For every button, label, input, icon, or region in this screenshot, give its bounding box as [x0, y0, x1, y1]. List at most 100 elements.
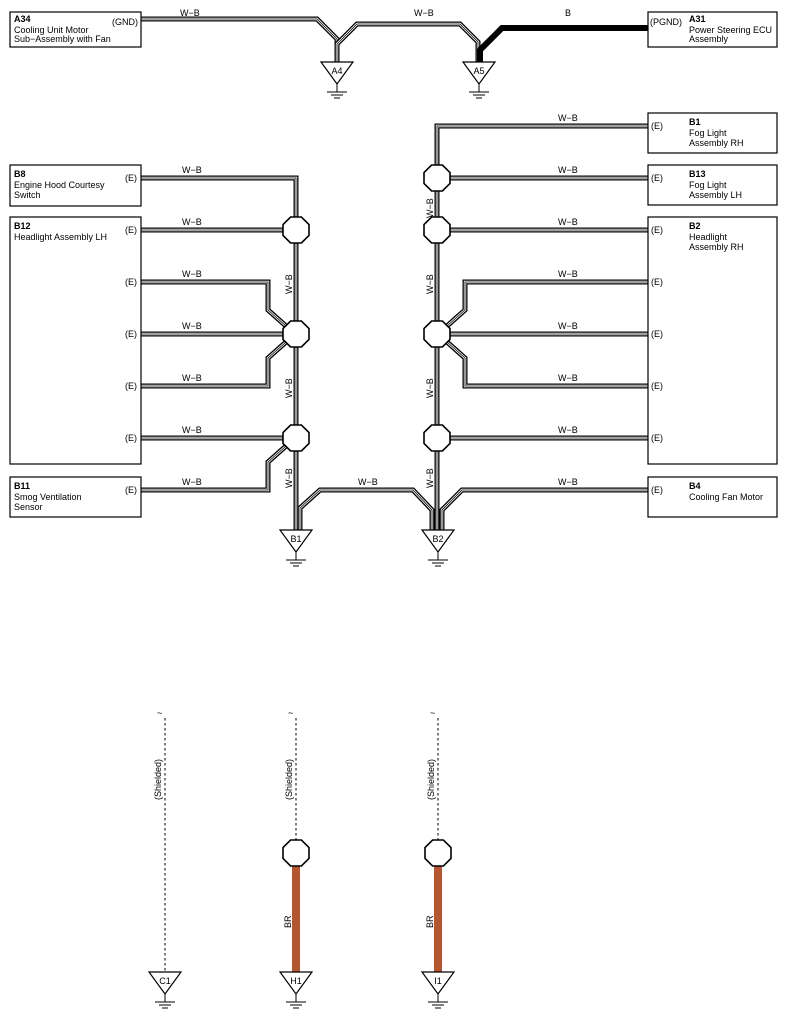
wire-labels: W−B W−B W−B W−B W−B W−B W−B W−B W−B W−B …	[182, 113, 578, 488]
pin-label: (E)	[125, 173, 137, 183]
wire-label: W−B	[182, 217, 202, 227]
pin-label: (E)	[125, 433, 137, 443]
pin-label: (E)	[125, 381, 137, 391]
component-b11	[9, 476, 142, 518]
wire-a4-a5	[334, 21, 481, 62]
wire-label: W−B	[182, 269, 202, 279]
splice-point	[423, 320, 451, 348]
splice-point	[282, 424, 310, 452]
component-label: Switch	[14, 190, 41, 200]
pin-label: (E)	[125, 329, 137, 339]
ground-label: B1	[290, 534, 301, 544]
ground-label: C1	[159, 976, 171, 986]
component-a31	[647, 11, 778, 48]
pin-label: (E)	[125, 225, 137, 235]
pin-label: (E)	[651, 433, 663, 443]
ground-label: H1	[290, 976, 302, 986]
wire-label: W−B	[182, 165, 202, 175]
pin-label: (E)	[651, 381, 663, 391]
component-label: Sensor	[14, 502, 43, 512]
component-label: Cooling Unit Motor	[14, 25, 89, 35]
pin-label: (E)	[125, 277, 137, 287]
wire-label-vertical: W−B	[425, 274, 435, 294]
wire-label-vertical: W−B	[425, 378, 435, 398]
wire-label: W−B	[558, 269, 578, 279]
splice-point	[423, 424, 451, 452]
component-b2	[647, 216, 778, 465]
component-code: B2	[689, 221, 701, 231]
pin-label: (E)	[651, 173, 663, 183]
left-branches	[141, 227, 296, 493]
component-b13	[647, 164, 778, 206]
wire-b1-b2	[297, 487, 435, 530]
wire-label-vertical: BR	[283, 915, 293, 928]
left-trunk	[141, 175, 299, 530]
component-code: B12	[14, 221, 31, 231]
wire-label-vertical: BR	[425, 915, 435, 928]
splice-point	[423, 216, 451, 244]
ground-label: A5	[473, 66, 484, 76]
shielded-label: (Shielded)	[426, 759, 436, 800]
component-label: Assembly LH	[689, 190, 742, 200]
pin-label: (E)	[125, 485, 137, 495]
wire-label: B	[565, 8, 571, 18]
component-label: Assembly	[689, 34, 729, 44]
pin-label: (E)	[651, 121, 663, 131]
splice-point	[282, 320, 310, 348]
ground-a4: A4	[319, 61, 355, 99]
component-label: Cooling Fan Motor	[689, 492, 763, 502]
component-b8	[9, 164, 142, 207]
splice-point	[282, 216, 310, 244]
ground-i1: I1	[420, 971, 456, 1009]
bottom-section: ~ (Shielded) C1 ~ (Shielded) BR H1 ~	[147, 708, 456, 1009]
component-label: Sub−Assembly with Fan	[14, 34, 111, 44]
wire-label: W−B	[182, 425, 202, 435]
component-b4	[647, 476, 778, 518]
wire-label: W−B	[558, 373, 578, 383]
component-code: A31	[689, 14, 706, 24]
component-code: B13	[689, 169, 706, 179]
component-code: B11	[14, 481, 30, 491]
ground-label: I1	[434, 976, 442, 986]
component-label: Assembly RH	[689, 242, 744, 252]
wire-label: W−B	[558, 113, 578, 123]
wire-label: W−B	[558, 425, 578, 435]
shield-end-icon: ~	[430, 708, 435, 718]
pin-label: (E)	[651, 485, 663, 495]
wire-label: W−B	[558, 477, 578, 487]
ground-b2: B2	[420, 529, 456, 567]
wire-label-vertical: W−B	[284, 274, 294, 294]
component-label: Engine Hood Courtesy	[14, 180, 105, 190]
middle-section: W−B W−B W−B W−B W−B W−B W−B W−B W−B W−B …	[9, 112, 778, 567]
ground-a5: A5	[461, 61, 497, 99]
component-b1	[647, 112, 778, 154]
wire-label-vertical: W−B	[425, 468, 435, 488]
wire-label: W−B	[182, 321, 202, 331]
wire-label: W−B	[558, 217, 578, 227]
component-label: Power Steering ECU	[689, 25, 772, 35]
pin-label: (E)	[651, 329, 663, 339]
splice-point	[423, 164, 451, 192]
ground-b1: B1	[278, 529, 314, 567]
component-code: B8	[14, 169, 26, 179]
component-label: Smog Ventilation	[14, 492, 82, 502]
component-code: B4	[689, 481, 701, 491]
wire-label: W−B	[182, 477, 202, 487]
component-code: A34	[14, 14, 31, 24]
component-label: Fog Light	[689, 180, 727, 190]
pin-label: (E)	[651, 225, 663, 235]
wire-label-vertical: W−B	[284, 378, 294, 398]
right-trunk	[434, 123, 648, 530]
wire-a34-a4	[141, 16, 340, 62]
wire-a31-a5-black	[477, 25, 648, 62]
wire-label: W−B	[558, 165, 578, 175]
component-a34	[9, 11, 142, 48]
component-label: Headlight	[689, 232, 728, 242]
shield-end-icon: ~	[157, 708, 162, 718]
shielded-label: (Shielded)	[153, 759, 163, 800]
component-label: Fog Light	[689, 128, 727, 138]
splice-point	[424, 839, 452, 867]
wire-label-vertical: W−B	[425, 198, 435, 218]
ground-label: B2	[432, 534, 443, 544]
